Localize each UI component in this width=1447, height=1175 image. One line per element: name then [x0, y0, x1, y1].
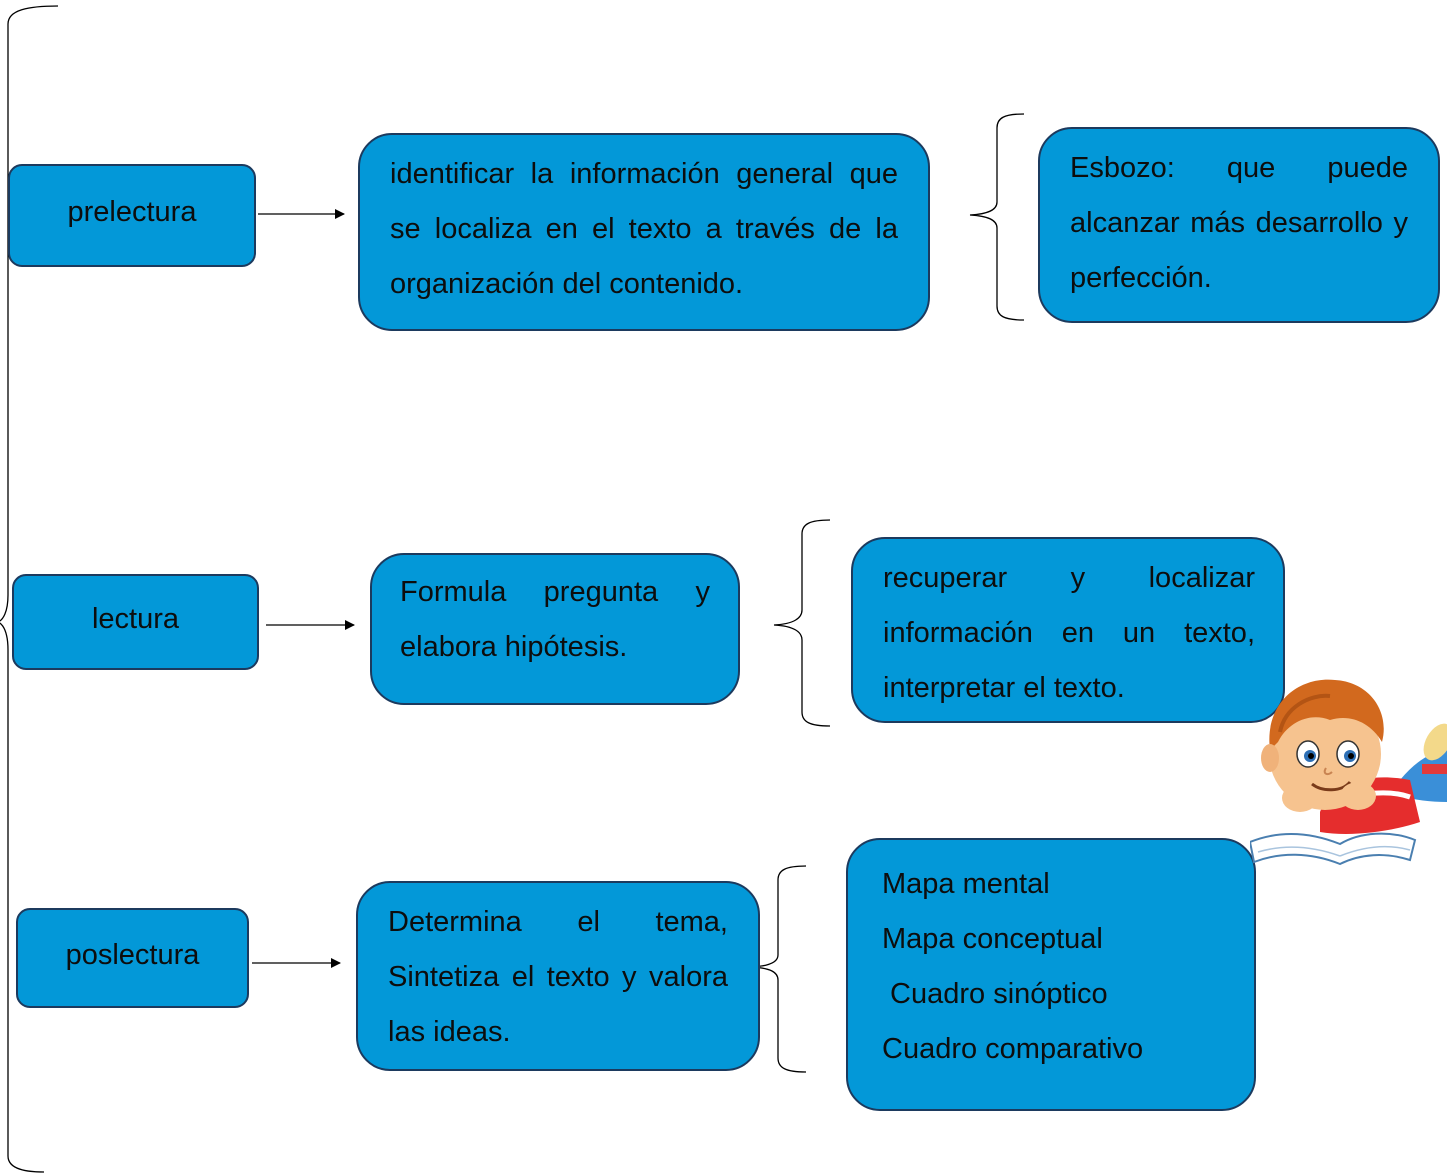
main-brace — [0, 5, 59, 1173]
detail-poslectura: Mapa mental Mapa conceptual Cuadro sinóp… — [846, 838, 1256, 1111]
detail-item-mapa-mental: Mapa mental — [882, 868, 1050, 900]
description-prelectura: identificar la información general que s… — [358, 133, 930, 331]
brace-lectura — [773, 519, 831, 727]
description-poslectura-text: Determina el tema, Sintetiza el texto y … — [388, 906, 728, 1048]
detail-lectura: recuperar y localizar información en un … — [851, 537, 1285, 723]
description-lectura: Formula pregunta y elabora hipótesis. — [370, 553, 740, 705]
detail-prelectura: Esbozo: que puede alcanzar más desarroll… — [1038, 127, 1440, 323]
detail-prelectura-text: Esbozo: que puede alcanzar más desarroll… — [1070, 152, 1408, 294]
stage-prelectura-label: prelectura — [67, 196, 197, 228]
stage-lectura-label: lectura — [91, 602, 180, 635]
boy-reading-book-icon — [1250, 679, 1447, 866]
detail-item-cuadro-sinoptico: Cuadro sinóptico — [882, 978, 1108, 1010]
description-lectura-text: Formula pregunta y elabora hipótesis. — [400, 576, 710, 663]
stage-lectura: lectura — [12, 574, 259, 670]
detail-lectura-text: recuperar y localizar información en un … — [883, 562, 1255, 704]
detail-item-mapa-conceptual: Mapa conceptual — [882, 923, 1103, 955]
description-poslectura: Determina el tema, Sintetiza el texto y … — [356, 881, 760, 1071]
stage-poslectura: poslectura — [16, 908, 249, 1008]
stage-poslectura-label: poslectura — [65, 938, 200, 971]
description-prelectura-text: identificar la información general que s… — [390, 158, 898, 300]
stage-prelectura: prelectura — [8, 164, 256, 267]
detail-item-cuadro-comparativo: Cuadro comparativo — [882, 1033, 1144, 1065]
brace-poslectura — [751, 865, 807, 1073]
brace-prelectura — [969, 113, 1025, 321]
